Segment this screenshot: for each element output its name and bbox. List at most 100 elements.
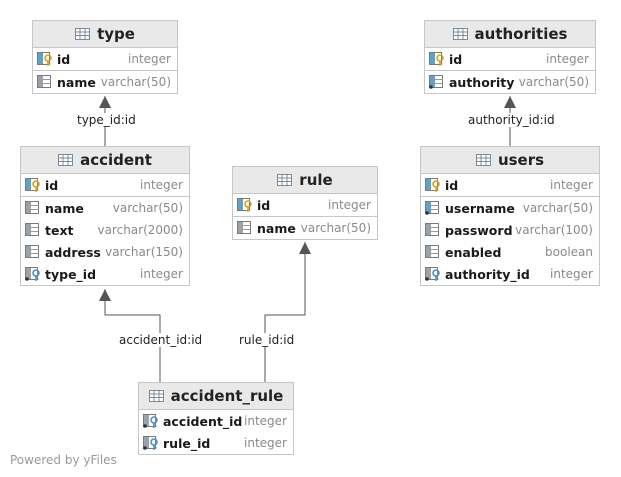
column-type: integer	[328, 198, 371, 212]
table-rule[interactable]: rule id integer name varchar(50)	[232, 166, 378, 240]
column-name: id	[257, 197, 271, 213]
column-row[interactable]: id integer	[21, 174, 189, 197]
column-name: address	[45, 244, 101, 260]
column-row[interactable]: username varchar(50)	[421, 197, 599, 219]
column-type: integer	[550, 178, 593, 192]
primary-key-icon	[429, 52, 445, 66]
column-name: id	[445, 177, 459, 193]
edge-label-accident-id: accident_id:id	[118, 333, 204, 347]
column-type: varchar(150)	[105, 245, 183, 259]
column-name: text	[45, 222, 74, 238]
column-type: integer	[128, 52, 171, 66]
column-type: varchar(50)	[522, 201, 593, 215]
table-icon	[277, 174, 293, 186]
column-name: enabled	[445, 244, 502, 260]
column-name: username	[445, 200, 515, 216]
column-row[interactable]: id integer	[425, 48, 595, 71]
indexed-column-icon	[429, 75, 445, 89]
column-icon	[425, 245, 441, 259]
column-type: varchar(50)	[112, 201, 183, 215]
indexed-column-icon	[425, 201, 441, 215]
column-name: password	[445, 222, 513, 238]
column-name: authority	[449, 74, 515, 90]
column-icon	[25, 245, 41, 259]
table-title: accident_rule	[170, 387, 284, 405]
column-type: varchar(50)	[100, 75, 171, 89]
primary-key-icon	[237, 198, 253, 212]
column-icon	[25, 223, 41, 237]
column-row[interactable]: id integer	[33, 48, 177, 71]
table-icon	[475, 154, 491, 166]
column-type: varchar(2000)	[97, 223, 183, 237]
column-name: name	[257, 220, 296, 236]
edge-accidentrule-accident	[99, 289, 161, 382]
column-name: rule_id	[163, 435, 211, 451]
column-row[interactable]: id integer	[421, 174, 599, 197]
table-title: rule	[299, 171, 333, 189]
column-row[interactable]: rule_id integer	[139, 432, 293, 454]
column-name: id	[449, 51, 463, 67]
primary-key-icon	[25, 178, 41, 192]
table-header[interactable]: rule	[233, 167, 377, 194]
column-type: integer	[244, 414, 287, 428]
column-row[interactable]: text varchar(2000)	[21, 219, 189, 241]
table-header[interactable]: authorities	[425, 21, 595, 48]
column-name: id	[57, 51, 71, 67]
column-icon	[237, 221, 253, 235]
foreign-key-icon	[425, 267, 441, 281]
table-title: users	[497, 151, 545, 169]
column-row[interactable]: name varchar(50)	[21, 197, 189, 219]
table-accident[interactable]: accident id integer name varchar(50) text varc…	[20, 146, 190, 286]
table-title: accident	[80, 151, 152, 169]
foreign-key-icon	[25, 267, 41, 281]
foreign-key-icon	[143, 436, 159, 450]
column-row[interactable]: authority_id integer	[421, 263, 599, 285]
table-icon	[148, 390, 164, 402]
column-icon	[37, 75, 53, 89]
table-title: type	[97, 25, 135, 43]
foreign-key-icon	[143, 414, 159, 428]
table-header[interactable]: accident_rule	[139, 383, 293, 410]
table-icon	[75, 28, 91, 40]
powered-by-footer: Powered by yFiles	[10, 453, 117, 467]
table-header[interactable]: type	[33, 21, 177, 48]
column-row[interactable]: address varchar(150)	[21, 241, 189, 263]
table-icon	[58, 154, 74, 166]
column-type: boolean	[545, 245, 593, 259]
table-header[interactable]: users	[421, 147, 599, 174]
table-users[interactable]: users id integer username varchar(50) passwor…	[420, 146, 600, 286]
column-type: integer	[140, 178, 183, 192]
column-type: varchar(50)	[518, 75, 589, 89]
edge-label-authority-id: authority_id:id	[467, 113, 556, 127]
edge-label-type-id: type_id:id	[76, 113, 137, 127]
column-type: varchar(100)	[515, 223, 593, 237]
column-icon	[25, 201, 41, 215]
column-name: type_id	[45, 266, 97, 282]
primary-key-icon	[425, 178, 441, 192]
column-type: integer	[244, 436, 287, 450]
column-row[interactable]: name varchar(50)	[233, 217, 377, 239]
primary-key-icon	[37, 52, 53, 66]
column-row[interactable]: enabled boolean	[421, 241, 599, 263]
column-icon	[425, 223, 441, 237]
column-name: id	[45, 177, 59, 193]
table-icon	[452, 28, 468, 40]
column-type: integer	[550, 267, 593, 281]
column-row[interactable]: id integer	[233, 194, 377, 217]
column-type: varchar(50)	[300, 221, 371, 235]
edge-accidentrule-rule	[264, 242, 311, 382]
column-name: accident_id	[163, 413, 243, 429]
column-name: name	[45, 200, 84, 216]
column-name: authority_id	[445, 266, 530, 282]
column-type: integer	[546, 52, 589, 66]
table-header[interactable]: accident	[21, 147, 189, 174]
edge-label-rule-id: rule_id:id	[238, 333, 296, 347]
